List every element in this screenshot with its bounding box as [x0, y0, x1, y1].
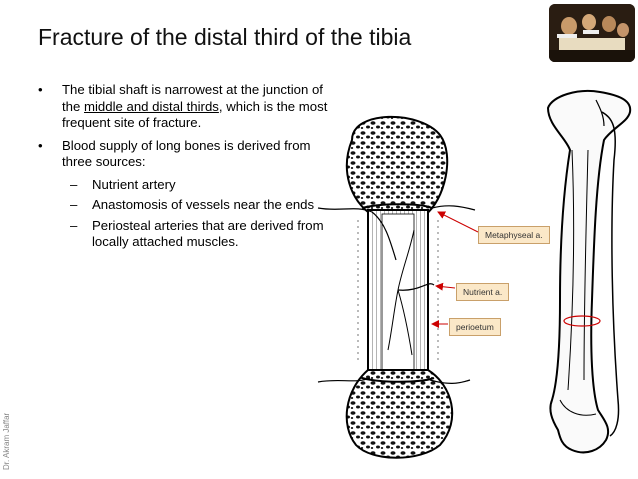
- painting-thumbnail-icon: [549, 4, 635, 62]
- fracture-site-marker: [563, 315, 601, 327]
- tibia-bone-icon: [546, 90, 632, 454]
- sub-mark: –: [70, 217, 78, 233]
- bullet-item-1: • The tibial shaft is narrowest at the j…: [36, 82, 336, 132]
- arrow-nutrient: [435, 282, 456, 291]
- bone-cross-section-icon: [317, 115, 476, 459]
- bullet-text: Blood supply of long bones is derived fr…: [62, 137, 311, 170]
- label-nutrient: Nutrient a.: [456, 283, 510, 301]
- sub-item-3: – Periosteal arteries that are derived f…: [36, 218, 336, 251]
- sub-text: Anastomosis of vessels near the ends: [92, 197, 315, 212]
- sub-item-1: – Nutrient artery: [36, 177, 336, 194]
- bullet-text: The tibial shaft is narrowest at the jun…: [62, 82, 323, 114]
- sub-text: Periosteal arteries that are derived fro…: [92, 217, 324, 250]
- bullet-mark: •: [38, 137, 43, 153]
- page-title: Fracture of the distal third of the tibi…: [38, 24, 412, 50]
- underlined-text: middle and distal thirds: [84, 98, 219, 114]
- bullet-list: • The tibial shaft is narrowest at the j…: [36, 82, 336, 255]
- sub-item-2: – Anastomosis of vessels near the ends: [36, 197, 336, 214]
- label-metaphyseal: Metaphyseal a.: [478, 226, 550, 244]
- bullet-item-2: • Blood supply of long bones is derived …: [36, 138, 336, 171]
- arrow-metaphyseal: [437, 211, 479, 233]
- sub-text: Nutrient artery: [92, 176, 176, 192]
- sub-mark: –: [70, 197, 78, 212]
- bullet-mark: •: [38, 82, 43, 97]
- bullet-text: , which is the most frequent site of fra…: [62, 98, 328, 131]
- sub-mark: –: [70, 176, 78, 192]
- label-periosteum: perioetum: [449, 318, 501, 336]
